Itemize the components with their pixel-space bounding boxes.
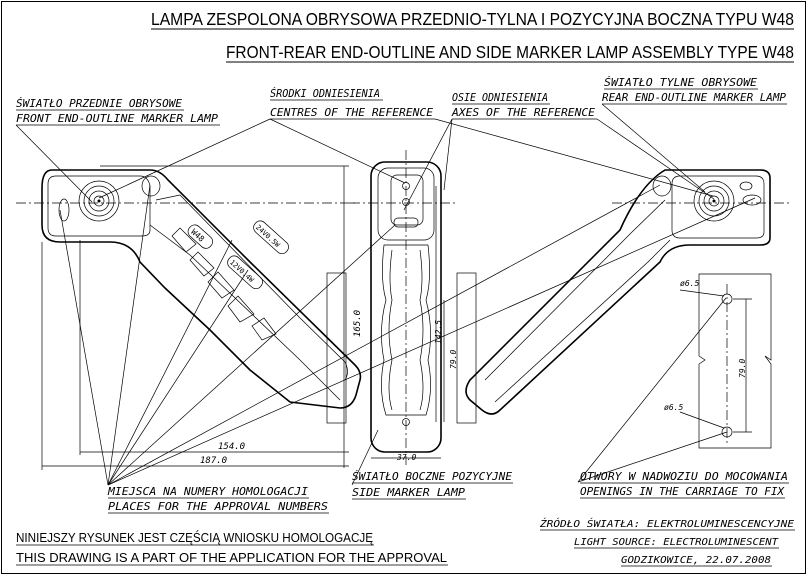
footer-note-pl: NINIEJSZY RYSUNEK JEST CZĘŚCIĄ WNIOSKU H… [16, 530, 373, 545]
rear-lamp-arm [465, 169, 790, 415]
dimension-79-side: 79.0 [449, 350, 458, 369]
front-lamp-label-pl: ŚWIATŁO PRZEDNIE OBRYSOWE [16, 97, 182, 110]
dimension-79-fix: 79.0 [738, 359, 747, 378]
axes-label-pl: OSIE ODNIESIENIA [452, 91, 548, 104]
front-lamp-arm: W48 24V0.5W 12V0.4W [41, 169, 362, 409]
dimension-37: 37.0 [396, 453, 416, 462]
rear-mount-base [456, 272, 477, 424]
footer-place-date: GODZIKOWICE, 22.07.2008 [621, 555, 771, 566]
dimension-154: 154.0 [218, 442, 245, 452]
title-english: FRONT-REAR END-OUTLINE AND SIDE MARKER L… [226, 42, 794, 62]
side-lamp-label-pl: ŚWIATŁO BOCZNE POZYCYJNE [352, 470, 512, 483]
axes-label-en: AXES OF THE REFERENCE [451, 106, 595, 119]
dimension-d65-top: ø6.5 [680, 279, 699, 288]
front-lamp-dimensions: 154.0 187.0 165.0 [16, 165, 363, 470]
dimension-d65-bottom: ø6.5 [664, 403, 683, 412]
fixing-openings: ø6.5 ø6.5 79.0 [664, 273, 772, 449]
title-polish: LAMPA ZESPOLONA OBRYSOWA PRZEDNIO-TYLNA … [151, 9, 794, 29]
centres-label-en: CENTRES OF THE REFERENCE [270, 106, 433, 119]
centres-label-pl: ŚRODKI ODNIESIENIA [270, 87, 380, 100]
footer-note-en: THIS DRAWING IS A PART OF THE APPLICATIO… [16, 550, 447, 565]
openings-label-pl: OTWORY W NADWOZIU DO MOCOWANIA [580, 470, 788, 483]
axes-label: OSIE ODNIESIENIA AXES OF THE REFERENCE [451, 91, 597, 120]
dimension-187: 187.0 [200, 456, 227, 466]
dimension-142: 142.5 [434, 320, 443, 344]
front-arm-12v-tag: 12V0.4W [228, 258, 256, 284]
centres-label: ŚRODKI ODNIESIENIA CENTRES OF THE REFERE… [270, 87, 435, 120]
front-mount-base [326, 272, 347, 424]
rear-lamp-label-en: REAR END-OUTLINE MARKER LAMP [602, 91, 786, 104]
rear-lamp-label-pl: ŚWIATŁO TYLNE OBRYSOWE [604, 76, 757, 89]
approval-label-pl: MIEJSCA NA NUMERY HOMOLOGACJI [107, 485, 308, 498]
approval-label: MIEJSCA NA NUMERY HOMOLOGACJI PLACES FOR… [107, 485, 329, 514]
openings-label: OTWORY W NADWOZIU DO MOCOWANIA OPENINGS … [580, 470, 789, 499]
footer-source-en: LIGHT SOURCE: ELECTROLUMINESCENT [574, 537, 779, 548]
front-lamp-label-en: FRONT END-OUTLINE MARKER LAMP [16, 112, 218, 125]
dimension-165: 165.0 [353, 310, 363, 337]
openings-label-en: OPENINGS IN THE CARRIAGE TO FIX [580, 485, 785, 498]
front-lamp-label: ŚWIATŁO PRZEDNIE OBRYSOWE FRONT END-OUTL… [16, 97, 220, 126]
leader-lines [15, 103, 756, 486]
side-lamp-label-en: SIDE MARKER LAMP [352, 486, 465, 499]
side-lamp-label: ŚWIATŁO BOCZNE POZYCYJNE SIDE MARKER LAM… [352, 470, 513, 500]
approval-label-en: PLACES FOR THE APPROVAL NUMBERS [108, 500, 328, 513]
rear-lamp-label: ŚWIATŁO TYLNE OBRYSOWE REAR END-OUTLINE … [602, 76, 787, 105]
front-arm-24v-tag: 24V0.5W [254, 223, 282, 249]
footer-note: NINIEJSZY RYSUNEK JEST CZĘŚCIĄ WNIOSKU H… [16, 530, 448, 566]
footer-source: ŹRÓDŁO ŚWIATŁA: ELEKTROLUMINESCENCYJNE L… [539, 517, 795, 567]
front-arm-w48-tag: W48 [189, 227, 206, 243]
side-lamp: 37.0 142.5 79.0 [350, 150, 458, 465]
footer-source-pl: ŹRÓDŁO ŚWIATŁA: ELEKTROLUMINESCENCYJNE [539, 517, 794, 530]
